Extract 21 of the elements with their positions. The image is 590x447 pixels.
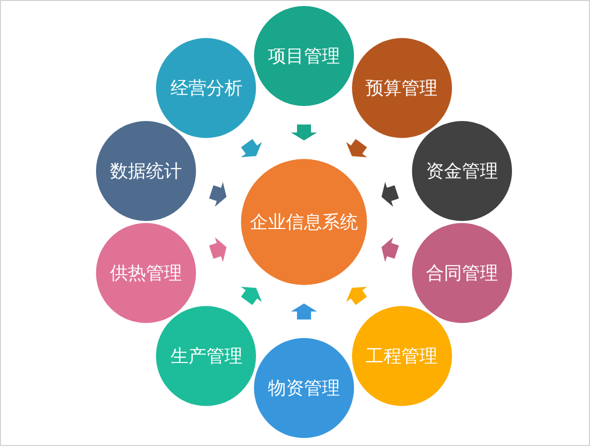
arrow [291, 304, 317, 320]
circle-label: 物资管理 [268, 378, 340, 398]
arrow [209, 237, 226, 262]
circle-label: 工程管理 [366, 346, 438, 366]
circle-label: 数据统计 [110, 160, 182, 181]
circle-label: 生产管理 [170, 346, 242, 366]
circle-label: 供热管理 [110, 263, 182, 284]
arrow [346, 286, 368, 305]
circle-label: 企业信息系统 [250, 212, 358, 232]
circle-label: 项目管理 [268, 46, 340, 66]
arrow [291, 124, 317, 140]
circle-label: 预算管理 [366, 78, 438, 98]
arrow [382, 237, 399, 262]
arrow [240, 286, 262, 305]
circle-label: 资金管理 [426, 160, 498, 181]
arrow [382, 182, 399, 207]
circle-label: 经营分析 [170, 78, 242, 98]
circle-label: 合同管理 [426, 263, 498, 284]
arrow [346, 139, 368, 158]
arrow [209, 182, 226, 207]
arrow [240, 139, 262, 158]
